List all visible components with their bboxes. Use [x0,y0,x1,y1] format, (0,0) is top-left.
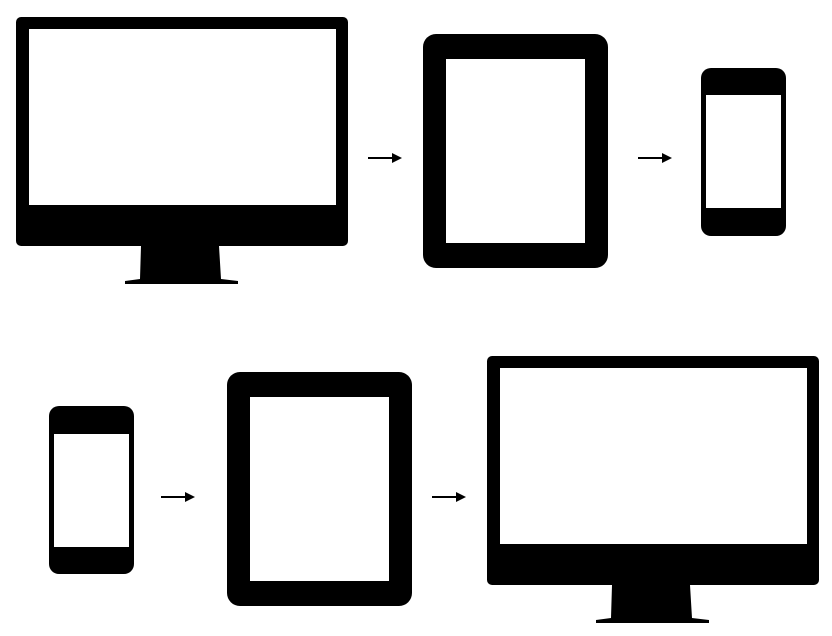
desktop-monitor-icon [16,17,348,284]
arrow-right-icon [638,153,672,163]
arrow-right-icon [432,492,466,502]
smartphone-icon [701,68,786,236]
arrow-right-icon [161,492,195,502]
smartphone-icon [49,406,134,574]
tablet-icon [423,34,608,268]
desktop-monitor-icon [487,356,819,623]
tablet-icon [227,372,412,606]
arrow-right-icon [368,153,402,163]
